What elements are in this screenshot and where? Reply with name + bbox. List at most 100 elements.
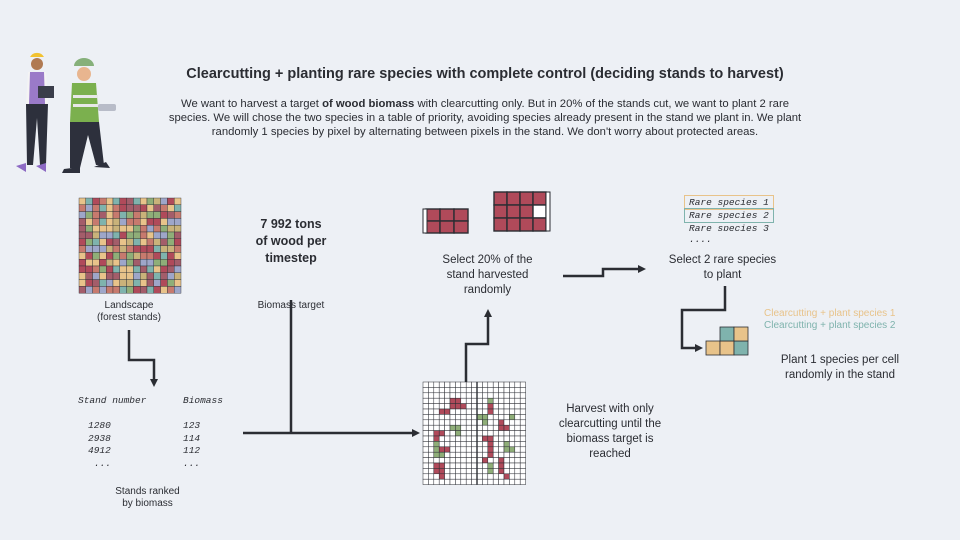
harvest-cell [509,473,516,480]
harvest-cell [509,408,516,415]
harvest-cell [471,441,478,448]
harvest-cell [498,392,505,399]
harvest-cell [465,381,472,388]
harvest-cell [455,430,462,437]
harvest-cell [498,408,505,415]
harvest-cell [422,451,429,458]
landscape-cell [105,259,114,267]
harvest-cell [519,408,526,415]
page-title: Clearcutting + planting rare species wit… [186,66,784,82]
landscape-cell [119,272,127,280]
landscape-cell [85,231,93,240]
harvest-cell [438,397,445,404]
harvest-cell [509,392,516,399]
harvest-cell [422,403,429,410]
landscape-cell [139,197,148,206]
harvest-cell [433,387,440,394]
harvest-cell [471,414,478,421]
harvest-cell [487,381,494,388]
landscape-cell [133,252,141,260]
harvest-cell [503,457,510,464]
harvest-cell [444,478,451,485]
landscape-cell [173,286,182,294]
landscape-cell [99,231,107,240]
landscape-cell [139,286,148,294]
harvest-cell [465,414,472,421]
harvest-cell [498,430,505,437]
rare-line1: Select 2 rare species [668,254,777,266]
table-row: 114 [183,432,201,444]
landscape-cell [99,245,107,253]
harvest-cell [487,478,494,485]
selection-cell [532,204,547,219]
harvest-cell [471,408,478,415]
harvest-cell [519,441,526,448]
harvest-cell [433,381,440,388]
landscape-cell [146,272,155,280]
landscape-cell [126,279,134,287]
target-line2: of wood per [255,234,327,248]
harvest-cell [460,414,467,421]
landscape-cell [126,204,134,212]
harvest-cell [519,478,526,485]
selection-cell [493,204,508,219]
landscape-cell [105,265,114,274]
harvest-cell [460,478,467,485]
harvest-cell [460,381,467,388]
selection-edge [545,191,551,232]
harvest-cell [433,430,440,437]
harvest-cell [471,424,478,431]
landscape-cell [133,245,141,253]
harvest-cell [471,387,478,394]
harvest-cell [509,419,516,426]
harvest-cell [476,408,483,415]
harvest-cell [514,478,521,485]
harvest-cell [487,457,494,464]
harvest-cell [487,403,494,410]
landscape-cell [112,272,121,280]
harvest-cell [498,468,505,475]
harvest-cell [514,381,521,388]
harvest-cell [519,381,526,388]
target-line3: timestep [265,251,317,265]
landscape-cell [153,224,161,233]
landscape-cell [133,224,141,233]
harvest-cell [438,478,445,485]
table-caption-line1: Stands ranked [115,486,180,497]
harvest-cell [476,478,483,485]
harvest-cell [519,403,526,410]
landscape-cell [78,286,87,294]
landscape-cell [78,265,87,274]
harvest-cell [514,397,521,404]
harvest-cell [471,457,478,464]
landscape-cell [173,211,182,219]
landscape-cell [167,238,175,246]
landscape-cell [105,224,114,233]
landscape-cell [112,211,121,219]
harvest-cell [438,446,445,453]
landscape-cell [105,252,114,260]
landscape-cell [112,286,121,294]
landscape-cell [139,279,148,287]
landscape-cell [173,272,182,280]
landscape-cell [78,252,87,260]
harvest-cell [449,414,456,421]
harvest-cell [449,403,456,410]
selection-grids [422,191,551,234]
landscape-cell [78,279,87,287]
harvest-cell [422,457,429,464]
landscape-cell [153,272,161,280]
landscape-cell [112,218,121,226]
landscape-cell [78,204,87,212]
landscape-cell [167,211,175,219]
landscape-cell [92,265,100,274]
harvest-cell [492,387,499,394]
selection-cell [425,208,441,222]
harvest-cell [476,457,483,464]
landscape-cell [112,279,121,287]
landscape-cell [92,245,100,253]
harvest-cell [509,451,516,458]
harvest-cell [460,392,467,399]
harvest-cell [487,451,494,458]
harvest-cell [455,451,462,458]
